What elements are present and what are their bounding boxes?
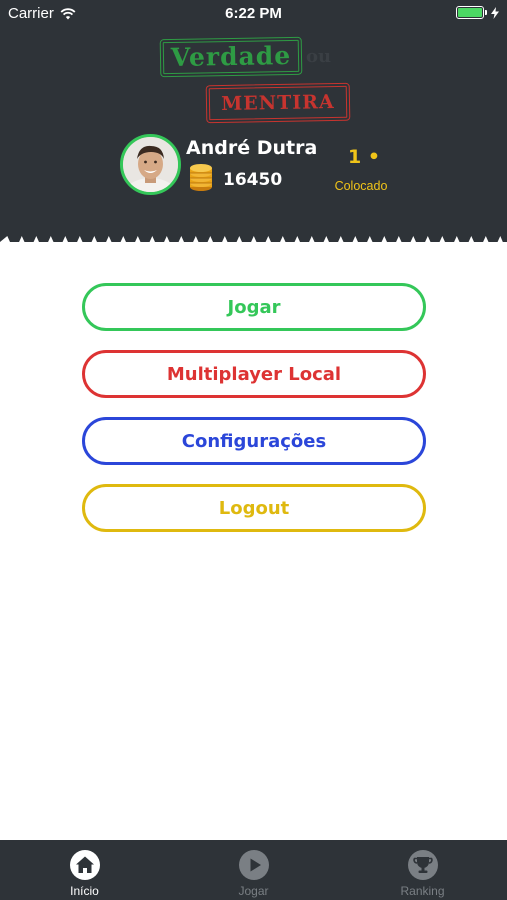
carrier-name: Carrier bbox=[8, 5, 54, 22]
multiplayer-local-button[interactable]: Multiplayer Local bbox=[82, 350, 426, 398]
status-carrier-group: Carrier bbox=[8, 5, 76, 22]
tab-inicio[interactable]: Início bbox=[0, 840, 169, 900]
header: Verdade ou MENTIRA André Dutra 16450 1 •… bbox=[0, 0, 507, 258]
main-menu: Jogar Multiplayer Local Configurações Lo… bbox=[82, 283, 426, 551]
charging-bolt-icon bbox=[491, 6, 499, 19]
user-name: André Dutra bbox=[186, 137, 318, 159]
status-bar: Carrier 6:22 PM bbox=[0, 0, 507, 28]
home-icon bbox=[69, 850, 100, 880]
battery-icon bbox=[456, 6, 487, 19]
coins-value: 16450 bbox=[223, 170, 283, 190]
coins-icon bbox=[190, 164, 212, 191]
rank-label: Colocado bbox=[334, 179, 388, 193]
status-battery-group bbox=[456, 6, 499, 19]
avatar[interactable] bbox=[120, 134, 181, 195]
tab-label: Jogar bbox=[238, 884, 269, 898]
play-button[interactable]: Jogar bbox=[82, 283, 426, 331]
tab-ranking[interactable]: Ranking bbox=[338, 840, 507, 900]
battery-level bbox=[458, 8, 482, 17]
logo-verdade: Verdade bbox=[159, 36, 303, 78]
status-time: 6:22 PM bbox=[225, 5, 282, 22]
wifi-icon bbox=[60, 7, 76, 19]
tab-bar: Início Jogar Ranking bbox=[0, 840, 507, 900]
settings-button[interactable]: Configurações bbox=[82, 417, 426, 465]
sawtooth-edge bbox=[0, 236, 507, 258]
play-icon bbox=[238, 850, 269, 880]
logout-button[interactable]: Logout bbox=[82, 484, 426, 532]
logo-mentira: MENTIRA bbox=[205, 82, 351, 124]
trophy-icon bbox=[407, 850, 438, 880]
avatar-photo bbox=[123, 137, 178, 192]
logo-ou: ou bbox=[306, 46, 332, 67]
rank-position: 1 • bbox=[348, 146, 380, 168]
tab-jogar[interactable]: Jogar bbox=[169, 840, 338, 900]
app-logo: Verdade ou MENTIRA bbox=[158, 36, 354, 126]
tab-label: Ranking bbox=[400, 884, 445, 898]
tab-label: Início bbox=[70, 884, 99, 898]
